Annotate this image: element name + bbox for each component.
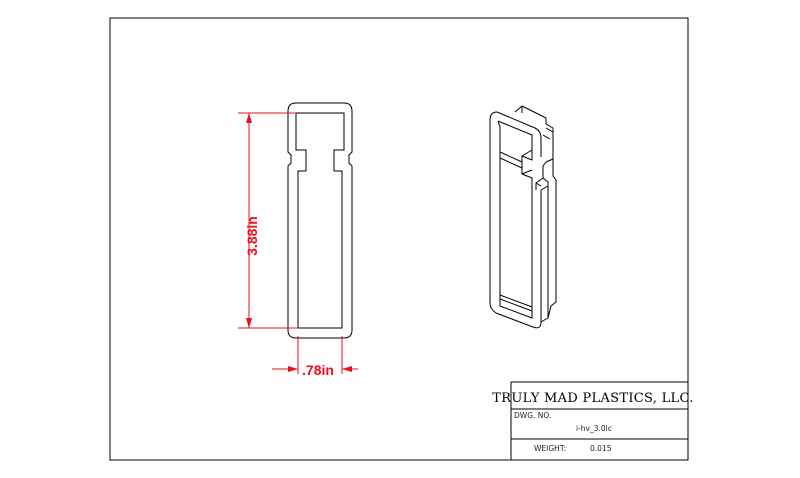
sheet-border (109, 17, 689, 461)
width-dimension (272, 336, 358, 374)
isometric-view (489, 105, 557, 329)
dwg-no-label: DWG. NO. (514, 411, 551, 420)
weight-label: WEIGHT: (534, 444, 566, 453)
height-dimension-label: 3.88in (244, 216, 260, 256)
title-block (510, 381, 689, 461)
dwg-no-value: i-hv_3.0lc (576, 424, 612, 433)
weight-value: 0.015 (590, 444, 612, 453)
front-view-outer-contour (287, 102, 353, 339)
iso-back-ledge (514, 105, 547, 124)
height-dimension (238, 112, 298, 329)
front-view-inner-contour (295, 112, 345, 329)
company-name: TRULY MAD PLASTICS, LLC. (492, 391, 693, 406)
iso-outer-body (489, 111, 542, 329)
iso-inner-rim (497, 120, 533, 319)
front-view (287, 102, 353, 339)
width-dimension-label: .78in (302, 362, 334, 378)
